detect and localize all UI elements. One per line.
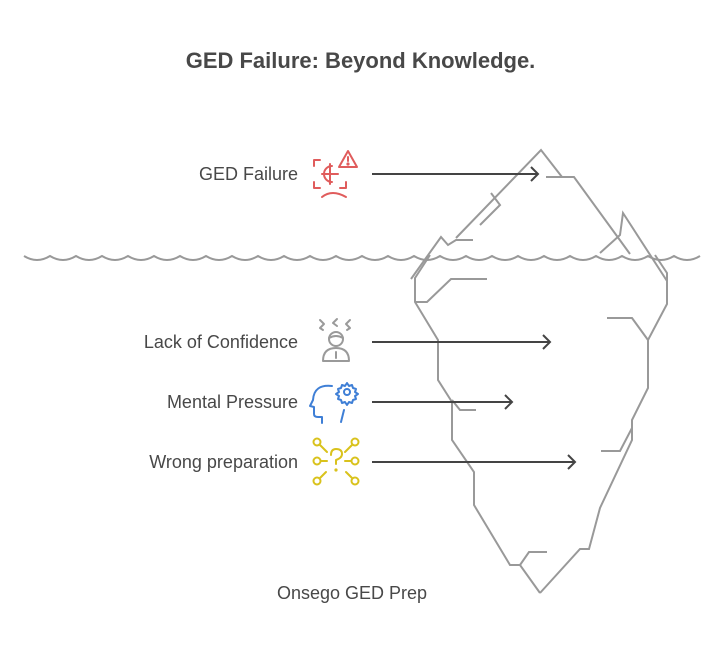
arrow-wrong-preparation [372,454,577,470]
arrow-lack-of-confidence [372,334,552,350]
iceberg [410,148,668,594]
footer-credit: Onsego GED Prep [276,583,428,603]
iceberg-left-crack [415,278,487,303]
arrows [372,166,577,470]
label-wrong-preparation: Wrong preparation [149,452,298,472]
question-network-icon [312,437,360,486]
head-gear-icon [309,382,359,424]
iceberg-peak [455,148,631,255]
label-mental-pressure: Mental Pressure [166,392,298,412]
iceberg-left-step [479,192,502,226]
arrow-ged-failure [372,166,540,182]
label-lack-of-confidence: Lack of Confidence [143,332,298,352]
waterline [23,254,701,261]
arrow-mental-pressure [372,394,514,410]
iceberg-right-notch [601,427,633,452]
diagram-title: GED Failure: Beyond Knowledge. [185,48,536,73]
stressed-person-icon [319,318,351,362]
warning-failure-icon [313,150,358,198]
iceberg-bottom-notch [519,551,547,566]
label-ged-failure: GED Failure [198,164,298,184]
iceberg-right-side [539,254,668,594]
iceberg-right-ridge [599,210,668,282]
iceberg-left-side [414,254,541,594]
iceberg-right-crack [607,317,649,341]
iceberg-left-notch [451,399,476,411]
